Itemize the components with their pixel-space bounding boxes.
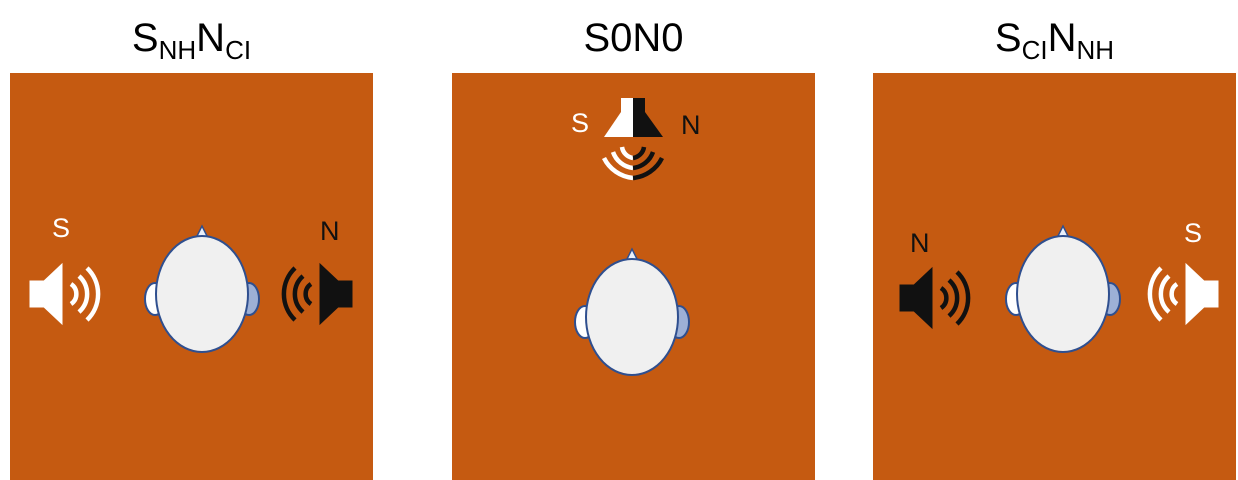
noise-label: N (320, 216, 340, 246)
title-n: N (1047, 16, 1077, 60)
title-sub-nh: NH (1076, 35, 1115, 65)
noise-label: N (910, 228, 930, 258)
title-n: N (196, 16, 226, 60)
signal-label: S (1184, 218, 1202, 248)
panel-title-sci-nnh: SCINNH (873, 8, 1236, 68)
title-sub-ci: CI (1021, 35, 1048, 65)
panel-title-snh-nci: SNHNCI (10, 8, 373, 68)
front-loudspeaker-icon (601, 98, 665, 181)
title-sub-nh: NH (158, 35, 197, 65)
signal-label: S (52, 213, 70, 243)
title-sub-ci: CI (225, 35, 252, 65)
title-s: S (131, 16, 159, 60)
title-s0n0-text: S0N0 (583, 16, 684, 60)
signal-label: S (571, 108, 589, 138)
panel-title-s0n0: S0N0 (452, 8, 815, 68)
title-s: S (994, 16, 1022, 60)
noise-label: N (681, 110, 701, 140)
